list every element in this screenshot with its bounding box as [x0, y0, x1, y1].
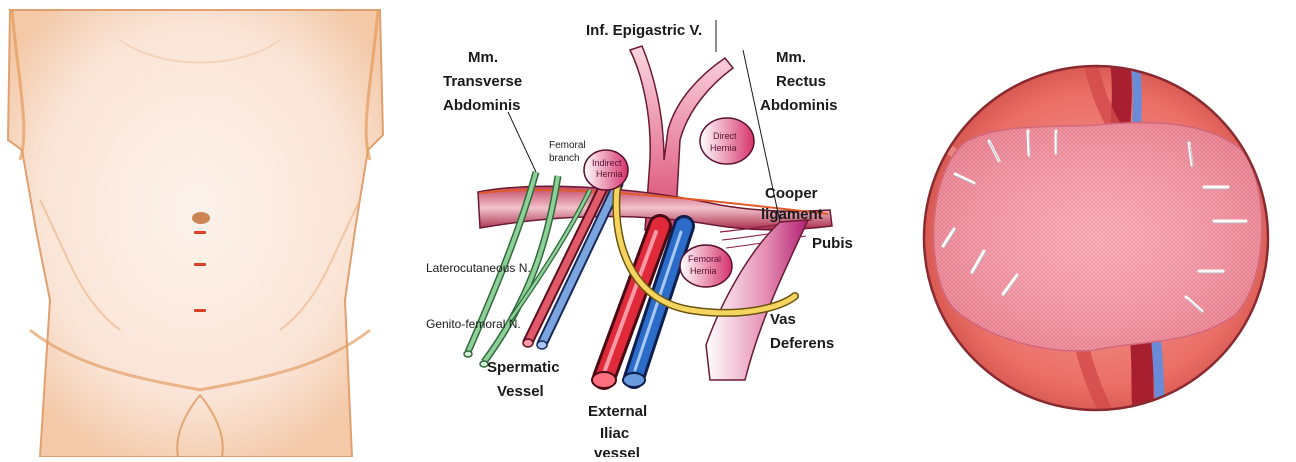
label-vas-2: Deferens	[770, 335, 834, 352]
label-laterocutaneous: Laterocutaneous N.	[426, 261, 531, 275]
label-external-2: Iliac	[600, 425, 629, 442]
label-cooper-2: ligament	[761, 206, 823, 223]
label-direct-hernia-2: Hernia	[710, 143, 737, 153]
label-spermatic-2: Vessel	[497, 383, 544, 400]
label-external-3: vessel	[594, 445, 640, 457]
label-femoral-branch-2: branch	[549, 153, 580, 164]
label-rectus-1: Mm.	[776, 49, 806, 66]
abdomen-panel	[0, 0, 400, 457]
label-genito-femoral: Genito-femoral N.	[426, 317, 521, 331]
label-spermatic-1: Spermatic	[487, 359, 560, 376]
label-external-1: External	[588, 403, 647, 420]
label-indirect-hernia-1: Indirect	[592, 158, 622, 168]
anatomy-diagram: Inf. Epigastric V. Mm. Transverse Abdomi…	[400, 0, 870, 457]
label-femoral-hernia-2: Hernia	[690, 266, 717, 276]
label-inf-epigastric: Inf. Epigastric V.	[586, 22, 702, 39]
label-transverse-1: Mm.	[468, 49, 498, 66]
label-indirect-hernia-2: Hernia	[596, 169, 623, 179]
label-cooper-1: Cooper	[765, 185, 818, 202]
anatomy-panel: Inf. Epigastric V. Mm. Transverse Abdomi…	[400, 0, 870, 457]
mesh-panel	[870, 0, 1296, 457]
label-vas-1: Vas	[770, 311, 796, 328]
leader-line	[508, 112, 536, 172]
label-rectus-3: Abdominis	[760, 97, 838, 114]
label-femoral-branch-1: Femoral	[549, 140, 586, 151]
label-pubis: Pubis	[812, 235, 853, 252]
abdomen-illustration	[0, 0, 400, 457]
port-mark	[194, 309, 206, 312]
port-mark	[194, 231, 206, 234]
label-femoral-hernia-1: Femoral	[688, 254, 721, 264]
laparoscopic-view	[870, 0, 1296, 457]
direct-hernia-sac	[700, 118, 754, 164]
label-rectus-2: Rectus	[776, 73, 826, 90]
label-transverse-3: Abdominis	[443, 97, 521, 114]
label-direct-hernia-1: Direct	[713, 131, 737, 141]
umbilicus	[192, 212, 210, 224]
label-transverse-2: Transverse	[443, 73, 522, 90]
port-mark	[194, 263, 206, 266]
